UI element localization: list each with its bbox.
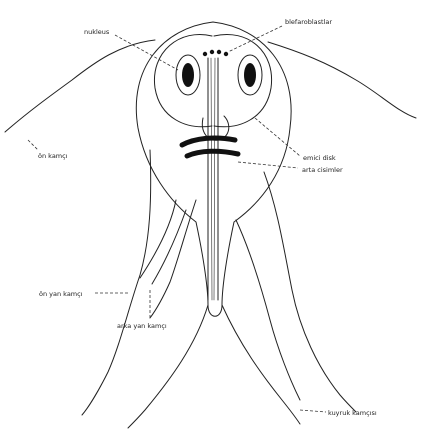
label-arta-cisimler: arta cisimler (302, 166, 343, 174)
label-on-kamci: ön kamçı (38, 152, 68, 160)
blepharoplasts (203, 50, 228, 56)
leader-emici-disk (255, 118, 300, 156)
right-lateral-line (264, 172, 356, 412)
axostyle (208, 58, 218, 300)
right-lobe (214, 34, 272, 126)
label-on-yan-kamci: ön yan kamçı (39, 290, 83, 298)
right-inner-line (236, 220, 300, 400)
body-outline (136, 22, 291, 316)
right-karyosome (244, 63, 256, 87)
leader-arta-cisimler (238, 162, 298, 168)
caudal-flagellum-right (222, 305, 300, 424)
leader-blefaroblastlar (228, 26, 282, 52)
label-nukleus: nukleus (84, 28, 110, 36)
leader-kuyruk-kamcisi (300, 410, 326, 412)
label-kuyruk-kamcisi: kuyruk kamçısı (328, 409, 377, 417)
anterolateral-flagellum (82, 150, 151, 415)
anterior-flagellum (5, 40, 155, 132)
left-inner-line (140, 200, 176, 278)
left-karyosome (182, 63, 194, 87)
posterolateral-flagellum (150, 200, 196, 318)
label-arka-yan-kamci: arka yan kamçı (117, 322, 167, 330)
label-emici-disk: emici disk (303, 154, 336, 162)
leader-on-kamci (28, 140, 38, 150)
median-bodies (182, 138, 238, 156)
label-blefaroblastlar: blefaroblastlar (285, 18, 332, 26)
right-flagellum (268, 42, 416, 118)
